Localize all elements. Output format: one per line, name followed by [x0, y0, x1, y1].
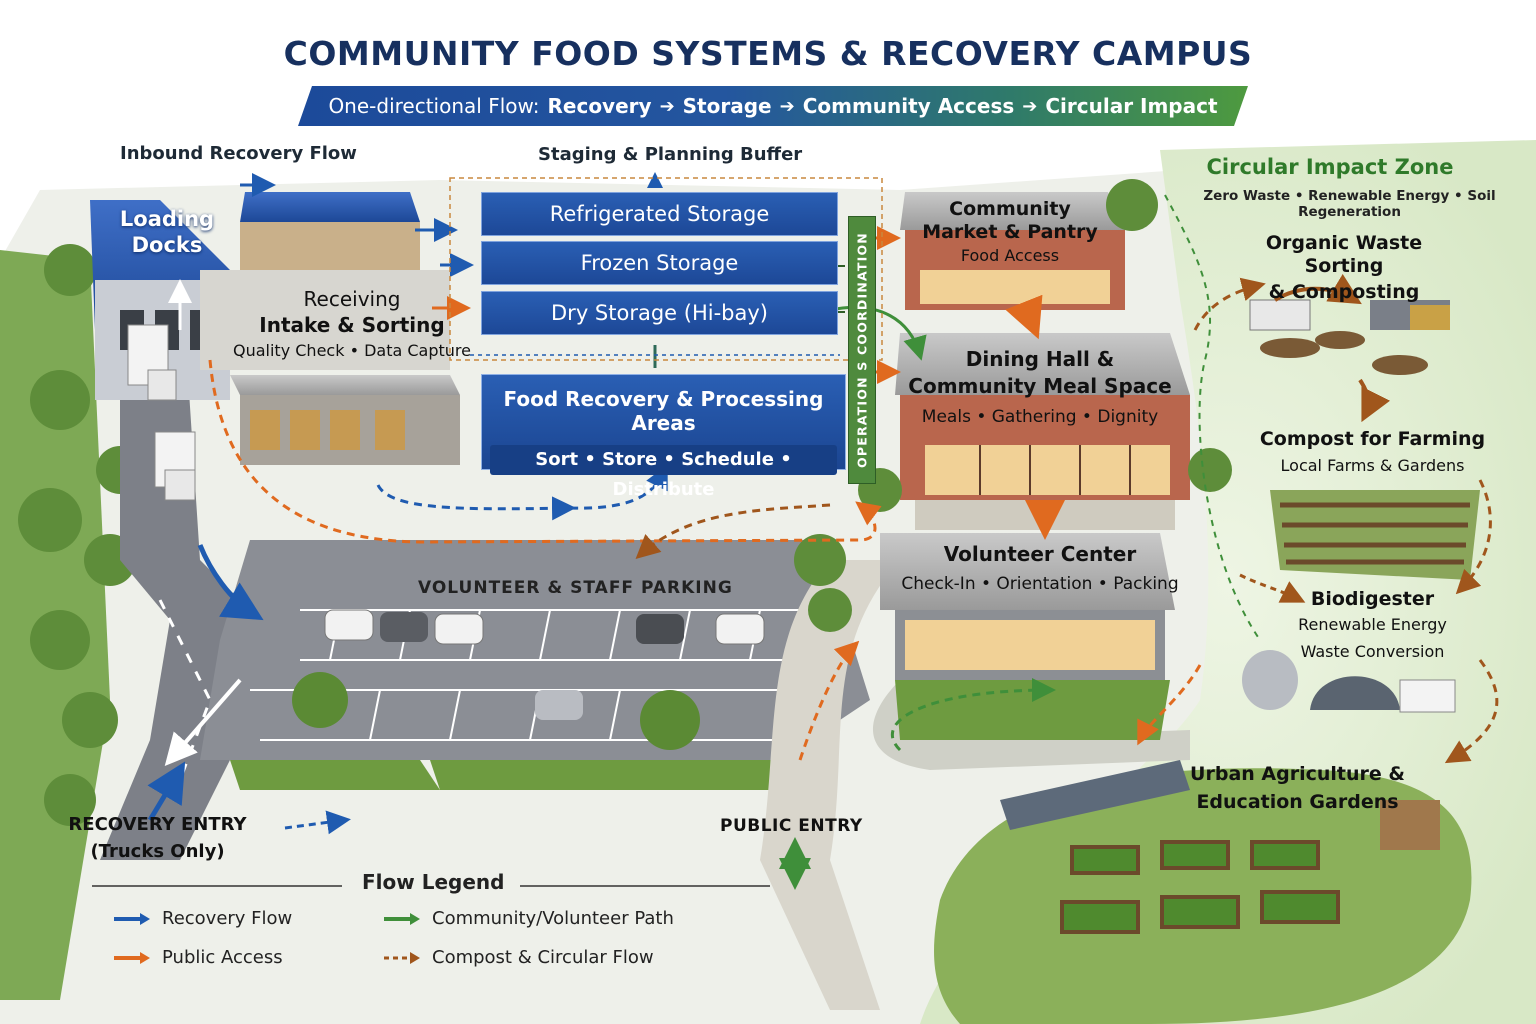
biodigester-subtitle-1: Renewable Energy [1298, 615, 1447, 634]
biodigester-subtitle-2: Waste Conversion [1300, 642, 1445, 661]
flow-step-community-access: Community Access [802, 94, 1015, 118]
legend-label-compost: Compost & Circular Flow [432, 947, 654, 968]
flow-banner-prefix: One-directional Flow: [328, 94, 540, 118]
blue-arrow-icon [114, 912, 150, 925]
public-entry-label: PUBLIC ENTRY [720, 816, 863, 836]
circular-zone-title: Circular Impact Zone [1206, 155, 1454, 179]
organic-title-1: Organic Waste Sorting [1265, 232, 1423, 277]
green-arrow-icon [384, 912, 420, 925]
intake-sorting-title: Intake & Sorting [259, 313, 445, 337]
legend-item-compost: Compost & Circular Flow [382, 947, 654, 968]
volunteer-title: Volunteer Center [943, 542, 1137, 566]
urban-title-2: Education Gardens [1196, 791, 1399, 813]
urban-title-1: Urban Agriculture & [1190, 763, 1405, 785]
dry-storage: Dry Storage (Hi-bay) [481, 291, 838, 335]
flow-banner: One-directional Flow: Recovery ➔ Storage… [298, 86, 1248, 126]
loading-docks-label: Loading Docks [119, 207, 215, 257]
frozen-storage: Frozen Storage [481, 241, 838, 285]
parking-label: VOLUNTEER & STAFF PARKING [418, 578, 733, 598]
recovery-entry-label: RECOVERY ENTRY (Trucks Only) [60, 811, 255, 865]
processing-subtitle: Sort • Store • Schedule • Distribute [490, 445, 837, 500]
legend-item-community: Community/Volunteer Path [382, 908, 674, 929]
page-title: COMMUNITY FOOD SYSTEMS & RECOVERY CAMPUS [283, 34, 1253, 73]
organic-waste-label: Organic Waste Sorting & Composting [1230, 232, 1458, 304]
market-subtitle: Food Access [960, 246, 1060, 265]
recovery-entry-title: RECOVERY ENTRY [68, 814, 247, 835]
dining-title-2: Community Meal Space [908, 374, 1172, 398]
legend-label-community: Community/Volunteer Path [432, 908, 674, 929]
legend-item-public: Public Access [112, 947, 283, 968]
urban-agriculture-label: Urban Agriculture & Education Gardens [1190, 763, 1405, 814]
operations-coordination-bar: OPERATION S COORDINATION [848, 216, 876, 484]
compost-title: Compost for Farming [1259, 428, 1486, 450]
legend-label-public: Public Access [162, 947, 283, 968]
legend-item-recovery: Recovery Flow [112, 908, 292, 929]
orange-arrow-icon [114, 951, 150, 964]
brown-dashed-arrow-icon [384, 951, 420, 964]
compost-farming-label: Compost for Farming Local Farms & Garden… [1255, 428, 1490, 475]
processing-title: Food Recovery & Processing Areas [503, 387, 824, 435]
flow-step-circular-impact: Circular Impact [1045, 94, 1218, 118]
recovery-entry-subtitle: (Trucks Only) [90, 841, 225, 862]
biodigester-title: Biodigester [1310, 588, 1435, 610]
flow-step-storage: Storage [682, 94, 772, 118]
operations-coordination-label: OPERATION S COORDINATION [854, 232, 870, 468]
refrigerated-storage: Refrigerated Storage [481, 192, 838, 236]
circular-zone-subtitle: Zero Waste • Renewable Energy • Soil Reg… [1203, 188, 1496, 220]
arrow-right-icon: ➔ [779, 95, 795, 117]
legend-label-recovery: Recovery Flow [162, 908, 293, 929]
dining-title-1: Dining Hall & [965, 347, 1115, 371]
inbound-flow-label: Inbound Recovery Flow [120, 143, 357, 164]
arrow-right-icon: ➔ [1022, 95, 1038, 117]
staging-buffer-label: Staging & Planning Buffer [538, 144, 803, 165]
receiving-label: Receiving Intake & Sorting Quality Check… [232, 287, 472, 360]
flow-step-recovery: Recovery [547, 94, 652, 118]
market-label: Community Market & Pantry Food Access [910, 198, 1110, 265]
compost-subtitle: Local Farms & Gardens [1280, 456, 1465, 475]
organic-title-2: & Composting [1268, 281, 1420, 303]
dining-subtitle: Meals • Gathering • Dignity [921, 407, 1159, 427]
processing-areas: Food Recovery & Processing Areas Sort • … [481, 374, 846, 500]
receiving-subtitle: Quality Check • Data Capture [233, 341, 471, 360]
market-title: Community Market & Pantry [922, 198, 1098, 243]
dining-hall-label: Dining Hall & Community Meal Space Meals… [905, 346, 1175, 427]
volunteer-center-label: Volunteer Center Check-In • Orientation … [895, 542, 1185, 595]
receiving-title: Receiving [303, 287, 401, 311]
biodigester-label: Biodigester Renewable Energy Waste Conve… [1280, 588, 1465, 661]
legend-title: Flow Legend [362, 870, 505, 894]
volunteer-subtitle: Check-In • Orientation • Packing [901, 574, 1179, 594]
arrow-right-icon: ➔ [659, 95, 675, 117]
